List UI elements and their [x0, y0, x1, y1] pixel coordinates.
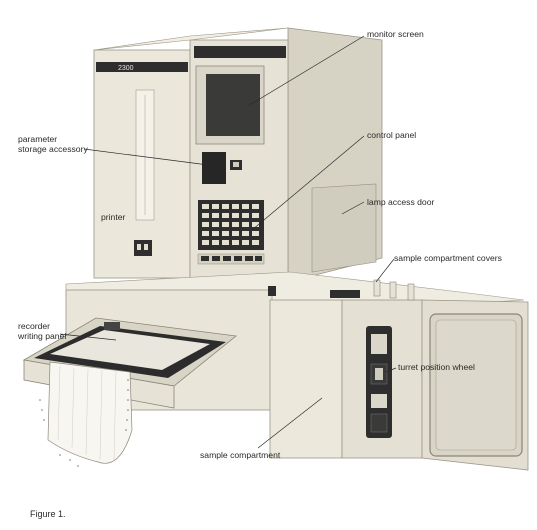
leader-sample-covers — [375, 258, 395, 283]
leader-sample-compartment — [257, 397, 323, 449]
leader-parameter-storage — [83, 148, 217, 167]
label-lamp-access-door: lamp access door — [367, 197, 435, 207]
label-sample-compartment: sample compartment — [200, 450, 281, 460]
leader-monitor-screen — [247, 35, 365, 107]
label-turret-position-wheel: turret position wheel — [398, 362, 475, 372]
figure-caption: Figure 1. — [30, 509, 66, 519]
leader-turret-wheel — [385, 367, 397, 373]
label-parameter-storage-line1: parameter — [18, 134, 58, 144]
label-recorder-line2: writing panel — [18, 331, 67, 341]
upper-console: 2300 — [93, 27, 383, 283]
recorder-panel — [22, 317, 237, 467]
label-monitor-screen: monitor screen — [367, 29, 424, 39]
label-recorder-line1: recorder — [18, 321, 50, 331]
label-parameter-storage-line2: storage accessory — [18, 144, 88, 154]
device-badge-text: 2300 — [118, 65, 134, 72]
lower-base — [65, 271, 529, 471]
leader-recorder — [59, 333, 117, 341]
label-control-panel: control panel — [367, 130, 417, 140]
leader-lamp-access-door — [341, 201, 365, 215]
label-sample-compartment-covers: sample compartment covers — [394, 253, 502, 263]
label-printer: printer — [101, 212, 126, 222]
leader-lines — [59, 35, 397, 449]
leader-control-panel — [251, 135, 365, 231]
